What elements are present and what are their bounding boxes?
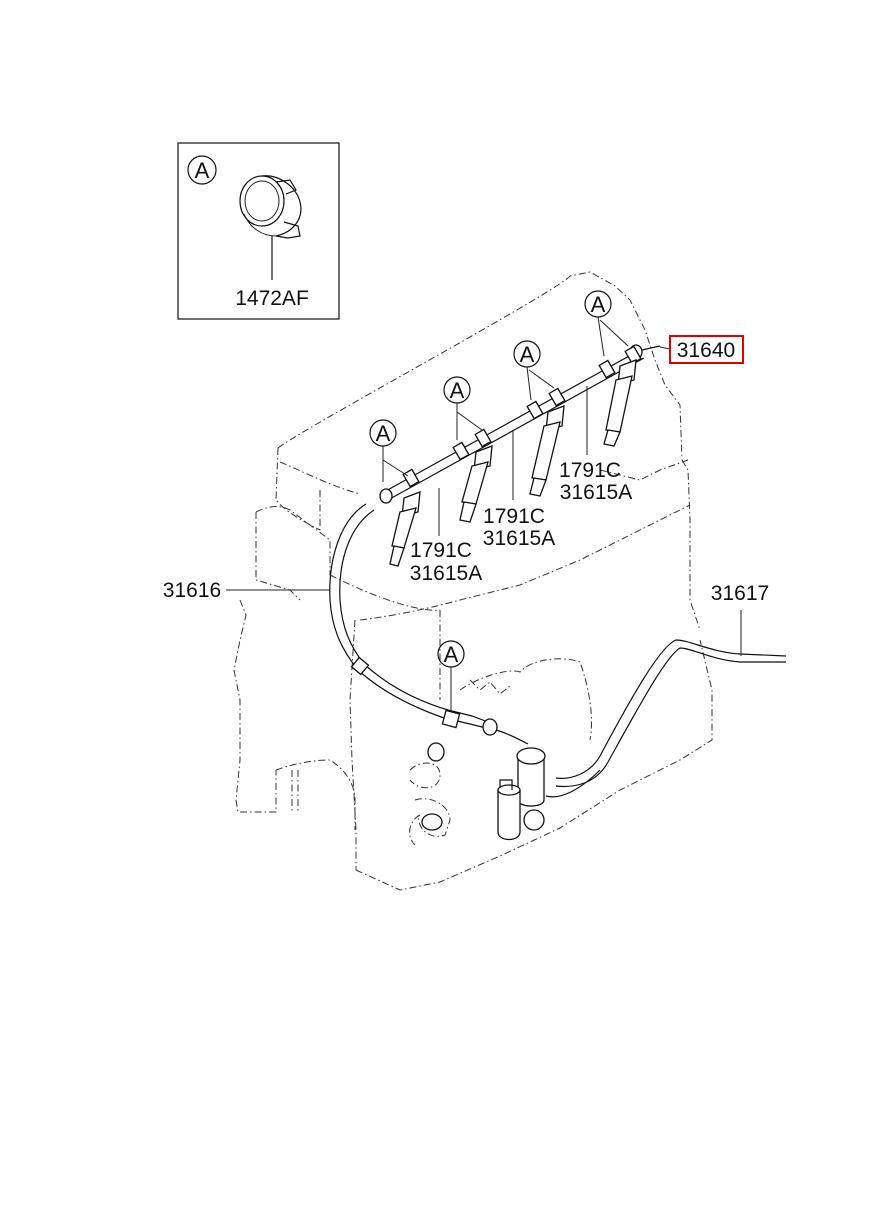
part-number-31617[interactable]: 31617	[711, 582, 769, 605]
svg-text:A: A	[444, 642, 459, 667]
part-number-31615a-2[interactable]: 31615A	[483, 527, 555, 550]
svg-text:A: A	[450, 378, 465, 403]
detail-part-label[interactable]: 1472AF	[235, 287, 309, 310]
engine-block-outline	[233, 271, 713, 891]
highlight-box	[669, 335, 744, 364]
marker-a-3: A	[513, 340, 555, 401]
part-number-1791c-2[interactable]: 1791C	[483, 505, 545, 528]
callout-injector-group-3[interactable]: 1791C 31615A	[559, 386, 632, 504]
callout-31616[interactable]: 31616	[163, 579, 330, 602]
callout-injector-group-1[interactable]: 1791C 31615A	[410, 488, 482, 585]
callout-injector-group-2[interactable]: 1791C 31615A	[483, 430, 555, 550]
injector-3	[529, 405, 565, 497]
part-number-31615a-3[interactable]: 31615A	[560, 481, 632, 504]
fuel-filter-housing	[421, 742, 546, 841]
injector-1	[389, 491, 421, 567]
part-number-31640[interactable]: 31640	[677, 339, 735, 362]
callout-31617[interactable]: 31617	[711, 582, 769, 656]
svg-text:A: A	[376, 421, 391, 446]
part-number-1791c-3[interactable]: 1791C	[559, 459, 621, 482]
injector-4	[603, 359, 637, 447]
injector-2	[459, 445, 493, 523]
marker-a-4: A	[584, 290, 629, 357]
detail-box: A 1472AF	[177, 142, 340, 320]
svg-text:A: A	[520, 342, 535, 367]
injectors	[389, 359, 637, 567]
hose-clamp-illustration	[239, 175, 302, 239]
detail-marker: A	[187, 155, 217, 185]
part-number-1791c-1[interactable]: 1791C	[410, 539, 472, 562]
hose-31617	[545, 639, 787, 798]
svg-text:A: A	[591, 292, 606, 317]
part-number-31615a-1[interactable]: 31615A	[410, 562, 482, 585]
rail-clamps	[402, 345, 642, 488]
marker-a-1: A	[369, 419, 409, 482]
svg-text:A: A	[195, 158, 210, 183]
part-number-31616[interactable]: 31616	[163, 579, 221, 602]
marker-a-5: A	[437, 640, 465, 710]
callout-31640[interactable]: 31640	[659, 335, 744, 364]
hose-31616	[329, 503, 529, 745]
marker-a-2: A	[443, 376, 483, 440]
